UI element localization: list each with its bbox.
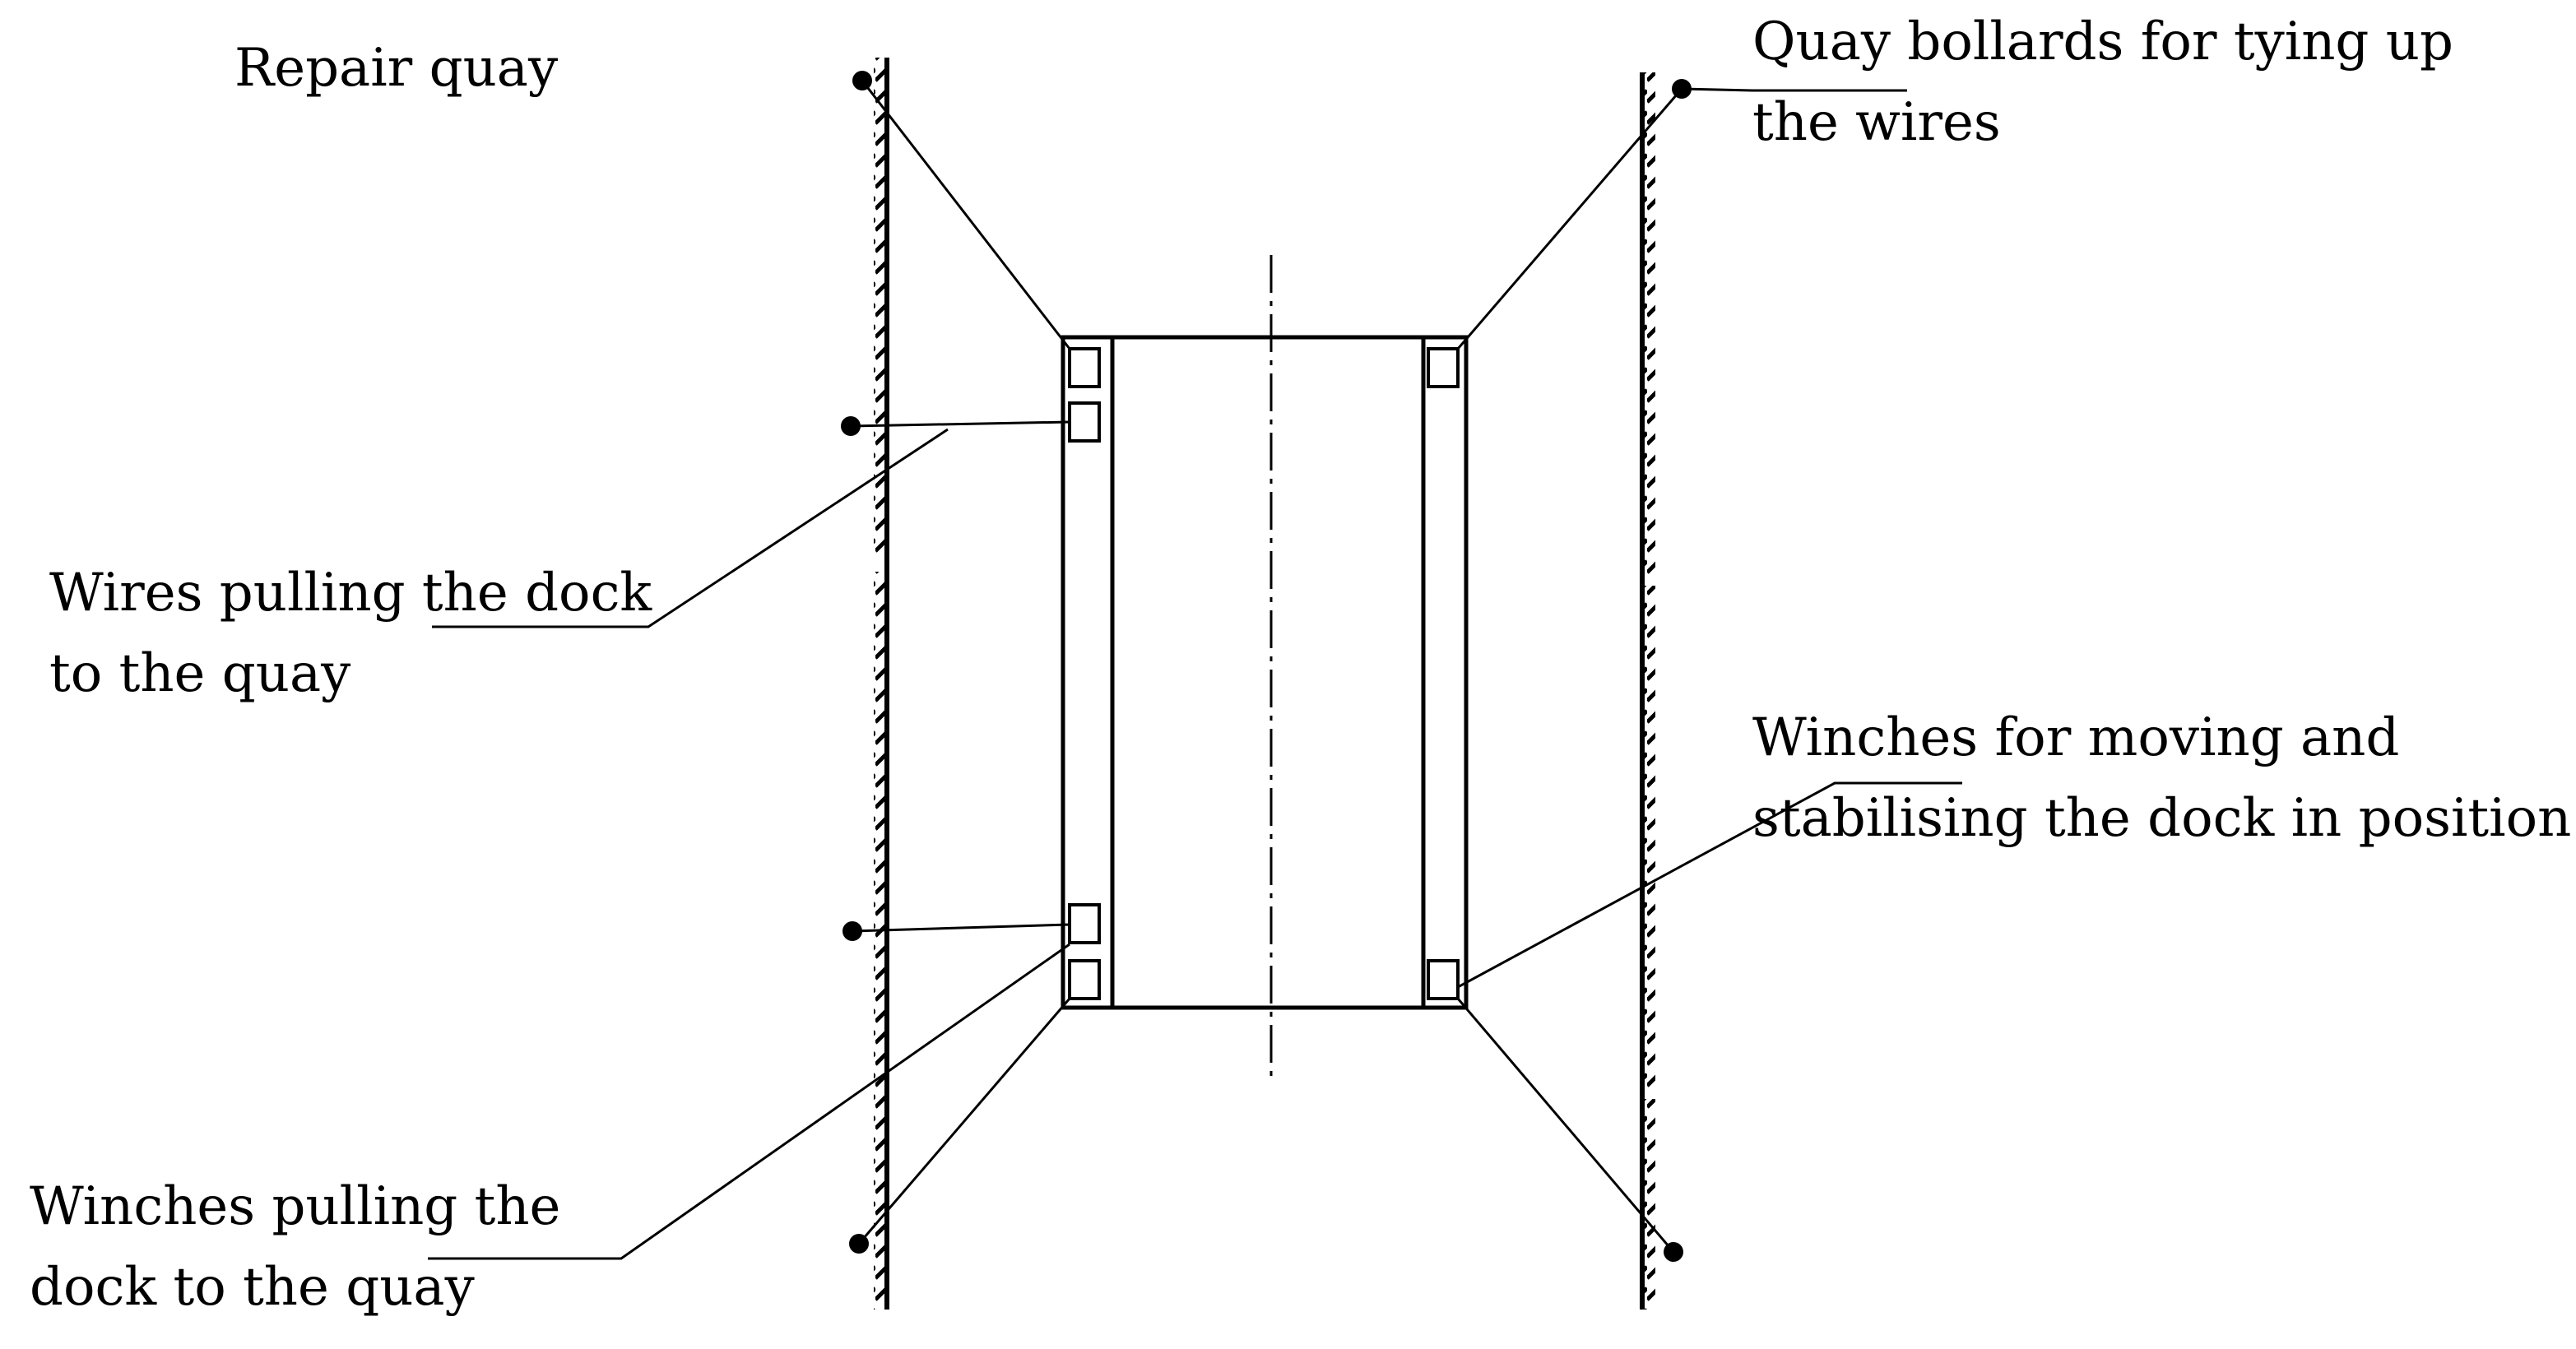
leader-wires-pulling (432, 428, 949, 628)
leader-quay-bollards (1681, 87, 1907, 92)
winch-left-bottom-1 (1068, 903, 1101, 944)
label-winches-moving-line-1: Winches for moving and (1752, 707, 2400, 768)
winch-left-bottom-2 (1068, 959, 1101, 1000)
bollard-left-1 (852, 71, 872, 90)
mooring-wires (850, 80, 1683, 1253)
label-winches-pulling-line-2: dock to the quay (30, 1257, 475, 1318)
label-winches-moving-line-2: stabilising the dock in position (1752, 788, 2572, 849)
bollard-left-4 (849, 1234, 869, 1254)
leader-winches-moving (1457, 781, 1962, 989)
label-wires-pulling-line-1: Wires pulling the dock (49, 563, 652, 624)
right-quay-wall (1640, 72, 1655, 1310)
bollard-right-2 (1664, 1242, 1683, 1262)
label-wires-pulling-line-2: to the quay (49, 643, 351, 704)
floating-dock (1061, 335, 1469, 1010)
winch-left-top-2 (1068, 401, 1101, 443)
leader-lines (428, 87, 1962, 1260)
label-quay-bollards: Quay bollards for tying up the wires (1752, 2, 2453, 163)
winch-right-top (1427, 347, 1460, 388)
label-quay-bollards-line-2: the wires (1752, 92, 2001, 153)
label-winches-pulling: Winches pulling the dock to the quay (30, 1166, 560, 1328)
label-winches-pulling-line-1: Winches pulling the (30, 1176, 561, 1237)
label-repair-quay: Repair quay (234, 28, 558, 109)
left-quay-wall (874, 58, 889, 1310)
bollard-left-3 (842, 921, 862, 941)
label-quay-bollards-line-1: Quay bollards for tying up (1752, 12, 2453, 72)
winch-left-top-1 (1068, 347, 1101, 388)
label-wires-pulling: Wires pulling the dock to the quay (49, 553, 652, 714)
label-repair-quay-text: Repair quay (234, 38, 559, 99)
winch-right-bottom (1427, 959, 1460, 1000)
leader-winches-pulling (428, 943, 1070, 1260)
label-winches-moving: Winches for moving and stabilising the d… (1752, 698, 2571, 859)
bollard-left-2 (841, 416, 861, 436)
